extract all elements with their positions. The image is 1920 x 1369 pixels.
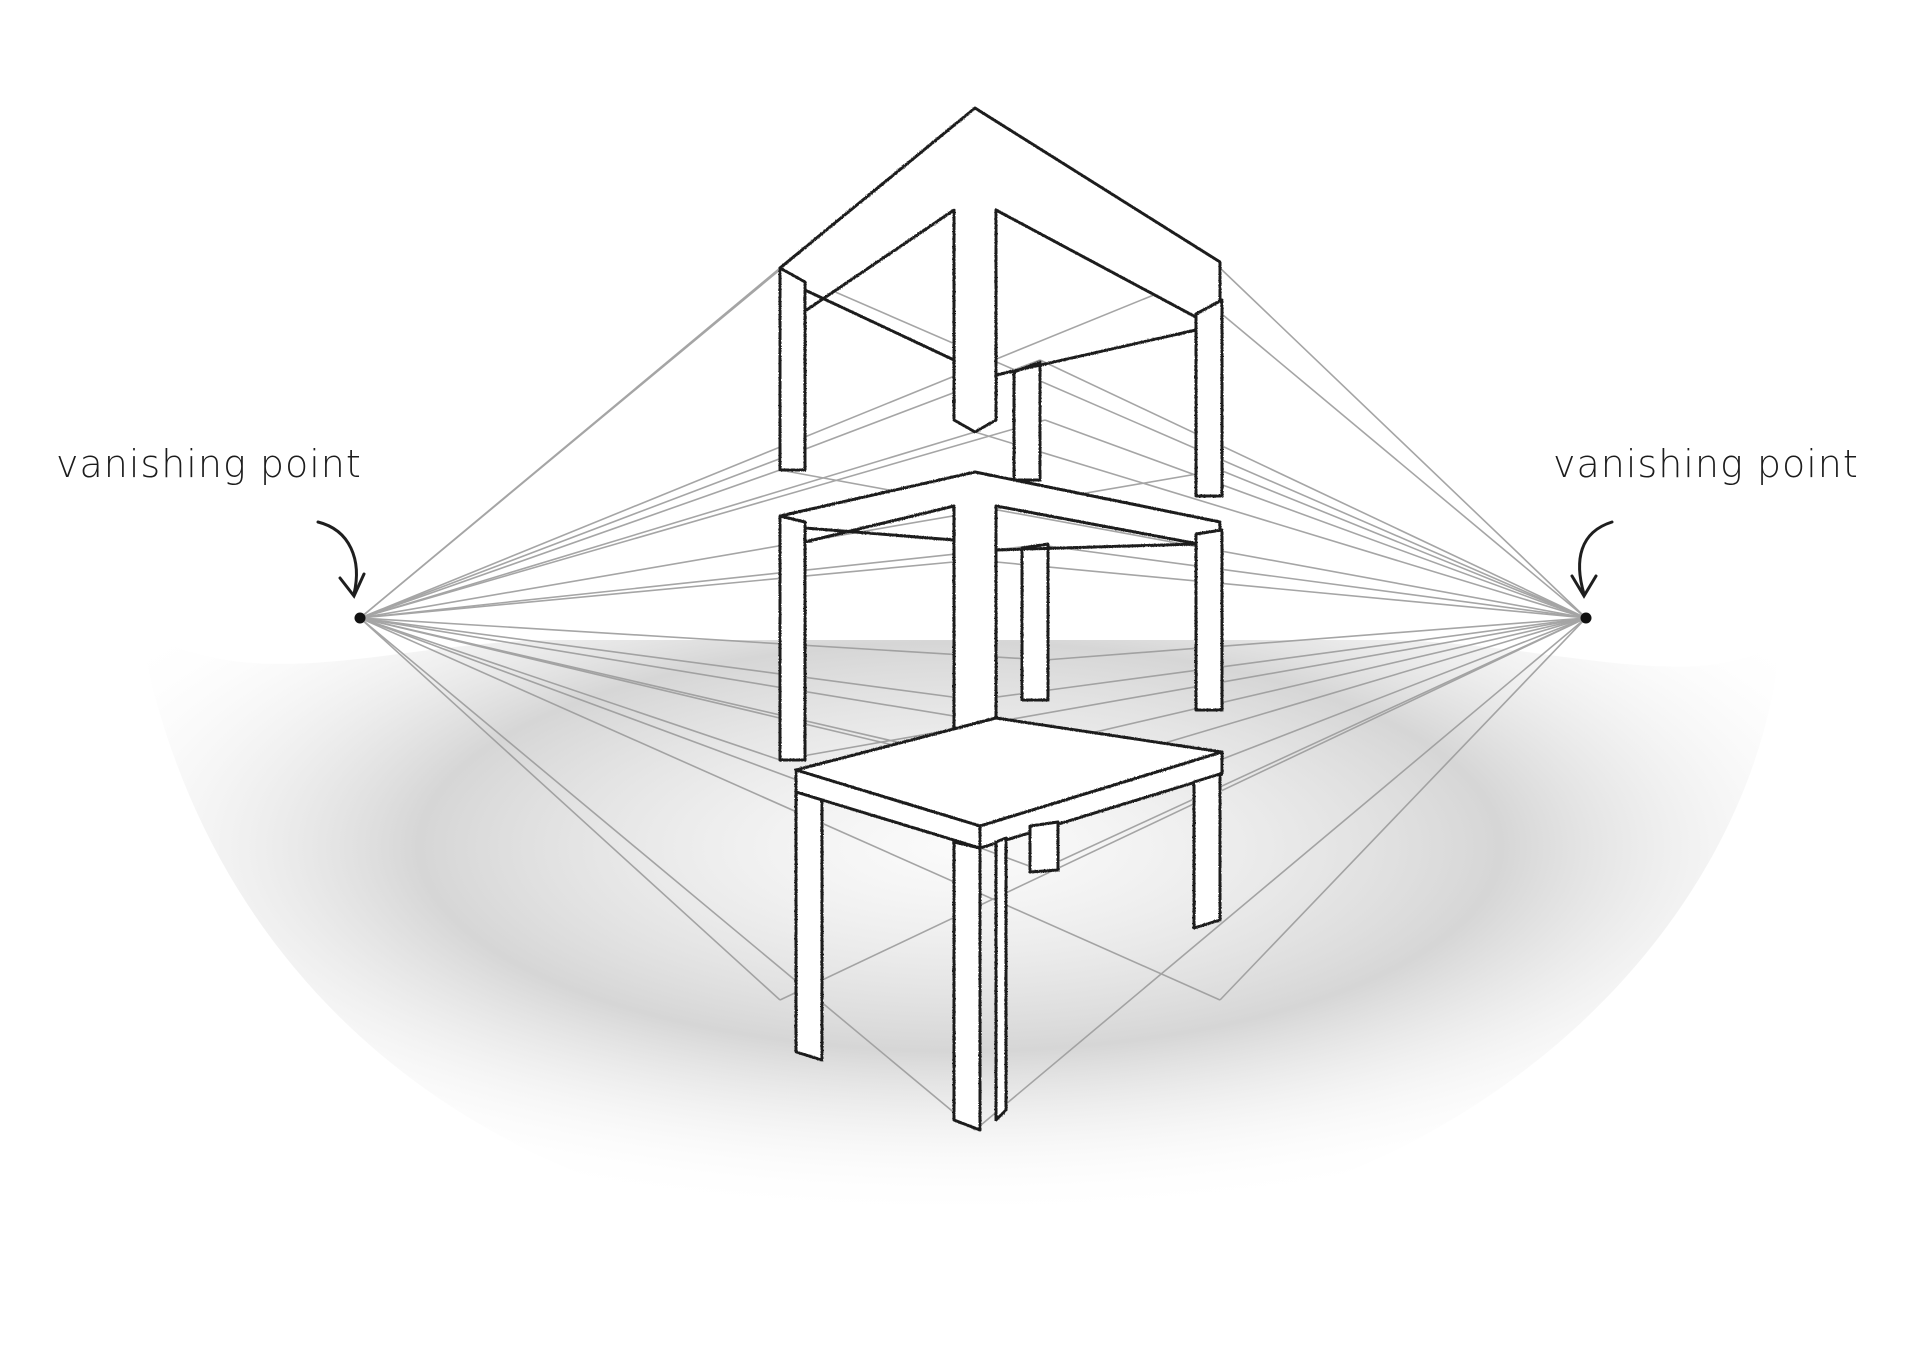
construction-line-32 [359,617,781,1001]
construction-line-23 [1039,544,1587,619]
construction-line-27 [974,617,1587,701]
construction-line-21 [1039,359,1587,619]
construction-line-8 [359,469,781,619]
bottom-back-leg [1028,820,1060,874]
construction-line-11 [1219,469,1587,619]
bottom-front-leg-side [994,836,1008,1122]
construction-line-17 [974,431,1587,619]
construction-line-13 [779,617,1587,761]
construction-line-29 [974,559,1587,619]
construction-line-30 [359,617,1221,1001]
top-frame [778,106,1222,434]
construction-line-16 [359,431,976,619]
top-inner-line-left [804,288,955,362]
construction-line-35 [1044,419,1587,619]
top-right-leg [1194,298,1224,498]
construction-line-7 [1219,267,1587,619]
construction-line-26 [359,617,976,701]
construction-line-28 [359,559,976,619]
construction-line-33 [779,617,1587,1001]
vanishing-point-label-left: vanishing point [56,442,362,486]
middle-inner-line-left [804,526,955,542]
construction-line-31 [1219,617,1587,1001]
construction-line-15 [1219,617,1587,761]
construction-line-34 [359,419,1046,619]
top-back-leg [1012,360,1042,482]
construction-line-25 [1039,617,1587,871]
top-inner-line-right [995,328,1197,377]
construction-line-37 [1044,617,1587,661]
construction-line-22 [359,544,1041,619]
middle-back-leg [1020,542,1050,702]
construction-line-20 [359,359,1041,619]
construction-line-36 [359,617,1046,661]
construction-line-2 [359,617,976,1131]
construction-line-5 [779,267,1587,619]
table-structure [778,106,1224,1132]
bottom-left-leg [794,790,824,1062]
middle-left-leg [778,514,807,762]
top-left-leg [778,266,807,472]
construction-line-4 [359,267,781,619]
curved-arrow-down-icon [1570,520,1614,599]
middle-right-leg [1194,528,1224,712]
left-vanishing-point [354,612,366,624]
construction-line-3 [974,617,1587,1131]
construction-line-12 [359,617,781,761]
bottom-front-leg [952,840,982,1132]
curved-arrow-down-icon [316,520,366,599]
right-vanishing-point [1580,612,1592,624]
bottom-right-leg [1192,772,1222,930]
vanishing-point-label-right: vanishing point [1553,442,1859,486]
middle-inner-line-right [995,542,1197,552]
